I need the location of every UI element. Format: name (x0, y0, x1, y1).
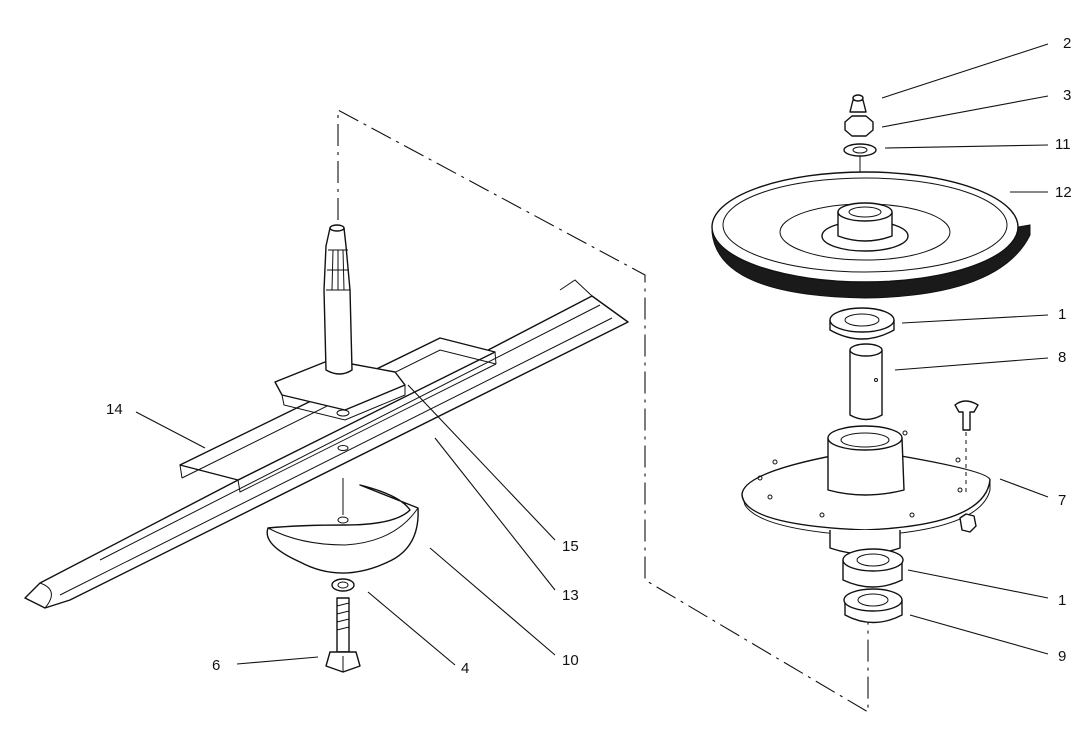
callout-3: 3 (1063, 87, 1071, 104)
lock-washer-left (331, 578, 355, 592)
callout-4: 4 (461, 660, 469, 677)
callout-2: 2 (1063, 35, 1071, 52)
callout-1-upper: 1 (1058, 306, 1066, 323)
spindle-housing-assembly (711, 94, 1031, 624)
callout-numbers: 2 3 11 12 1 8 7 1 9 14 15 13 10 6 4 (106, 35, 1072, 677)
blade-bolt (336, 597, 350, 653)
phantom-centerline (337, 109, 869, 713)
callout-11: 11 (1055, 136, 1071, 153)
callout-1-lower: 1 (1058, 592, 1066, 609)
callout-15: 15 (562, 538, 579, 555)
spindle-shaft (323, 227, 353, 375)
blade-assembly (24, 224, 629, 673)
callout-10: 10 (562, 652, 579, 669)
washer-top (843, 143, 877, 157)
carriage-bolt (954, 400, 979, 431)
callout-9: 9 (1058, 648, 1066, 665)
hex-nut-top (844, 115, 874, 137)
callout-6: 6 (212, 657, 220, 674)
callout-8: 8 (1058, 349, 1066, 366)
spacer-tube (849, 349, 883, 421)
hex-nut-side (959, 513, 977, 533)
callout-12: 12 (1055, 184, 1072, 201)
grease-fitting (849, 99, 867, 113)
leader-lines (135, 43, 1049, 666)
blade (24, 295, 629, 609)
callout-7: 7 (1058, 492, 1066, 509)
callout-14: 14 (106, 401, 123, 418)
callout-13: 13 (562, 587, 579, 604)
